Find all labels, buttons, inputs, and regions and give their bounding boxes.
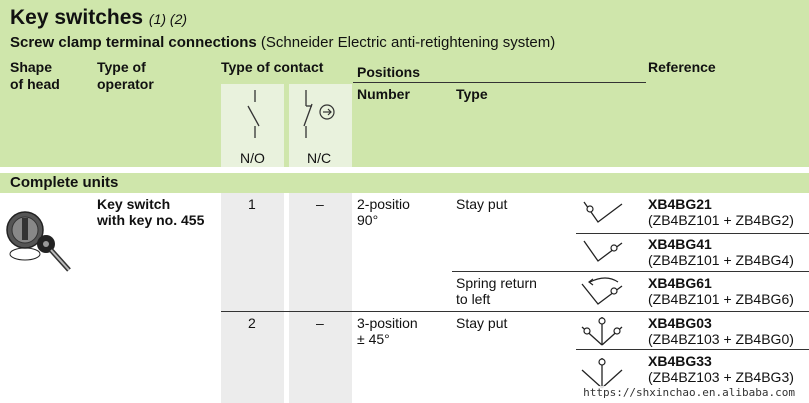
row5-reference: XB4BG33 (ZB4BZ103 + ZB4BG3) — [648, 353, 794, 385]
nc-column-body — [289, 193, 352, 403]
page-title: Key switches (1) (2) — [10, 6, 187, 30]
col-type-of-operator: Type of operator — [97, 59, 154, 92]
diagram-21-icon — [583, 201, 623, 223]
subtitle-bold: Screw clamp terminal connections — [10, 34, 257, 51]
no-contact-icon — [247, 90, 260, 138]
group2-positions: 3-position ± 45° — [357, 315, 418, 347]
ref-code: XB4BG41 — [648, 236, 712, 252]
ref-components: (ZB4BZ103 + ZB4BG0) — [648, 331, 794, 347]
contact-nc-box — [289, 84, 352, 167]
group2-rule — [221, 311, 809, 312]
row3-reference: XB4BG61 (ZB4BZ101 + ZB4BG6) — [648, 275, 794, 307]
ref-code: XB4BG21 — [648, 196, 712, 212]
col-type: Type — [456, 86, 488, 102]
ref-components: (ZB4BZ103 + ZB4BG3) — [648, 369, 794, 385]
row3-type: Spring return to left — [456, 275, 537, 307]
subtitle-rest: (Schneider Electric anti-retightening sy… — [260, 34, 556, 51]
row-rule-2 — [576, 233, 809, 234]
col-shape-of-head: Shape of head — [10, 59, 60, 92]
ref-code: XB4BG61 — [648, 275, 712, 291]
title-note: (1) (2) — [148, 11, 188, 27]
row1-type: Stay put — [456, 196, 508, 212]
section-band — [0, 173, 809, 193]
operator-label: Key switch with key no. 455 — [97, 196, 205, 228]
group1-no: 1 — [248, 196, 256, 212]
ref-code: XB4BG33 — [648, 353, 712, 369]
title-text: Key switches — [10, 6, 144, 29]
contact-no-box — [221, 84, 284, 167]
group1-positions: 2-positio 90° — [357, 196, 410, 228]
ref-code: XB4BG03 — [648, 315, 712, 331]
diagram-03-icon — [581, 317, 623, 346]
key-switch-image — [6, 211, 71, 272]
col-positions: Positions — [357, 64, 421, 80]
row4-reference: XB4BG03 (ZB4BZ103 + ZB4BG0) — [648, 315, 794, 347]
contact-nc-label: N/C — [307, 150, 332, 166]
ref-components: (ZB4BZ101 + ZB4BG6) — [648, 291, 794, 307]
nc-contact-icon — [303, 90, 335, 138]
contact-no-label: N/O — [240, 150, 265, 166]
row1-reference: XB4BG21 (ZB4BZ101 + ZB4BG2) — [648, 196, 794, 228]
col-reference: Reference — [648, 59, 716, 75]
ref-components: (ZB4BZ101 + ZB4BG2) — [648, 212, 794, 228]
row-rule-3 — [452, 271, 809, 272]
header-band — [0, 0, 809, 167]
positions-rule — [353, 82, 646, 83]
diagram-61-icon — [581, 277, 623, 305]
col-number: Number — [357, 86, 410, 102]
ref-components: (ZB4BZ101 + ZB4BG4) — [648, 252, 794, 268]
diagram-33-icon — [581, 358, 623, 389]
group2-nc: – — [316, 315, 324, 331]
col-type-of-contact: Type of contact — [221, 59, 324, 75]
diagram-41-icon — [583, 240, 623, 262]
row-rule-5 — [576, 349, 809, 350]
section-complete-units: Complete units — [10, 174, 119, 191]
group1-nc: – — [316, 196, 324, 212]
watermark: https://shxinchao.en.alibaba.com — [581, 386, 797, 399]
row4-type: Stay put — [456, 315, 508, 331]
row2-reference: XB4BG41 (ZB4BZ101 + ZB4BG4) — [648, 236, 794, 268]
no-column-body — [221, 193, 284, 403]
page-subtitle: Screw clamp terminal connections (Schnei… — [10, 34, 555, 51]
group2-no: 2 — [248, 315, 256, 331]
